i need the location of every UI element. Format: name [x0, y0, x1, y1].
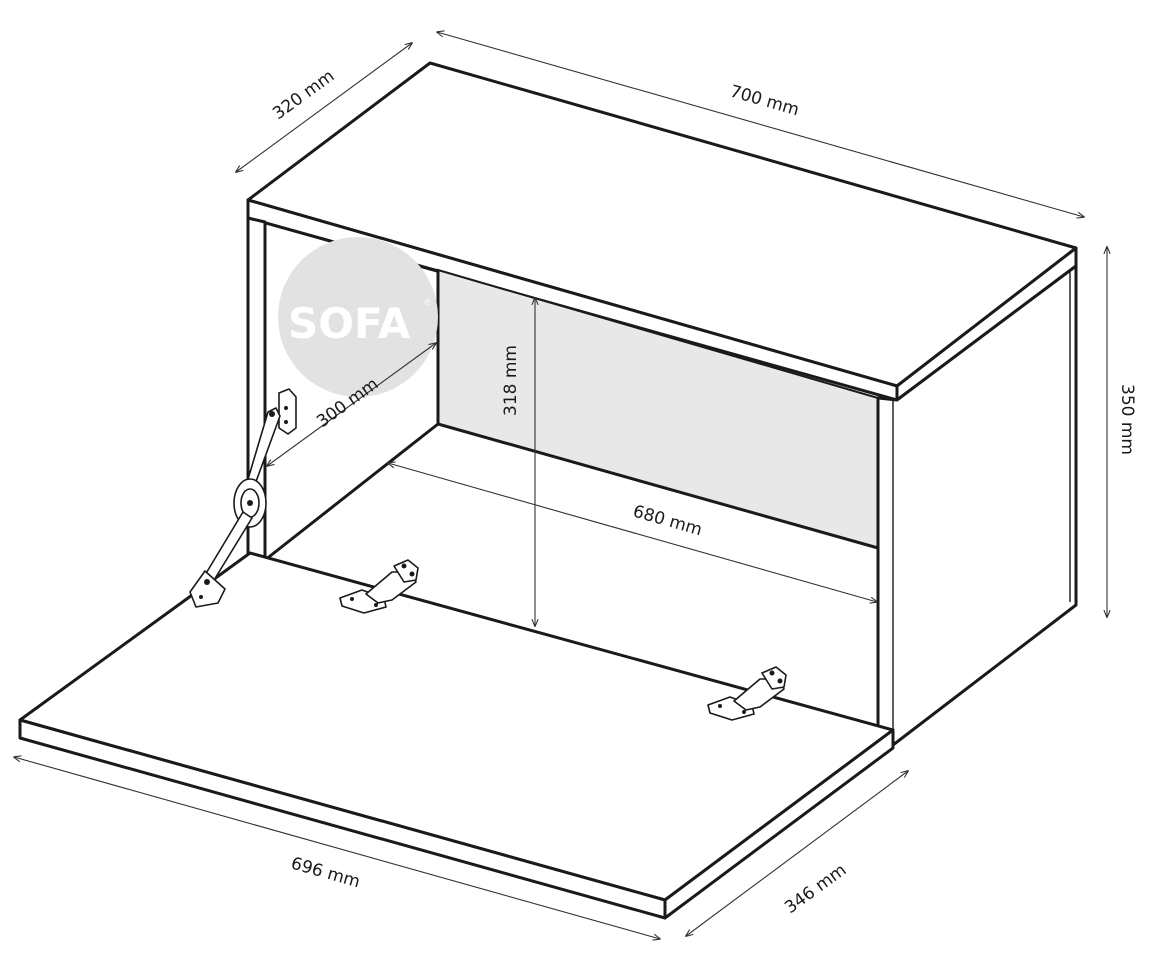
hinge-icon [707, 666, 787, 721]
dim-label-width-top: 700 mm [728, 82, 802, 121]
logo-text: SOFA [288, 299, 411, 348]
dim-label-width-flap: 696 mm [289, 854, 363, 893]
dim-label-height-inner: 318 mm [501, 345, 521, 416]
flap-door [18, 551, 895, 920]
dim-label-depth-top: 320 mm [269, 66, 338, 124]
logo-registered-mark: ® [423, 298, 432, 308]
sofa-logo: SOFA ® [278, 237, 438, 397]
dim-label-depth-flap: 346 mm [781, 860, 850, 918]
dim-label-height-outer: 350 mm [1117, 384, 1137, 455]
